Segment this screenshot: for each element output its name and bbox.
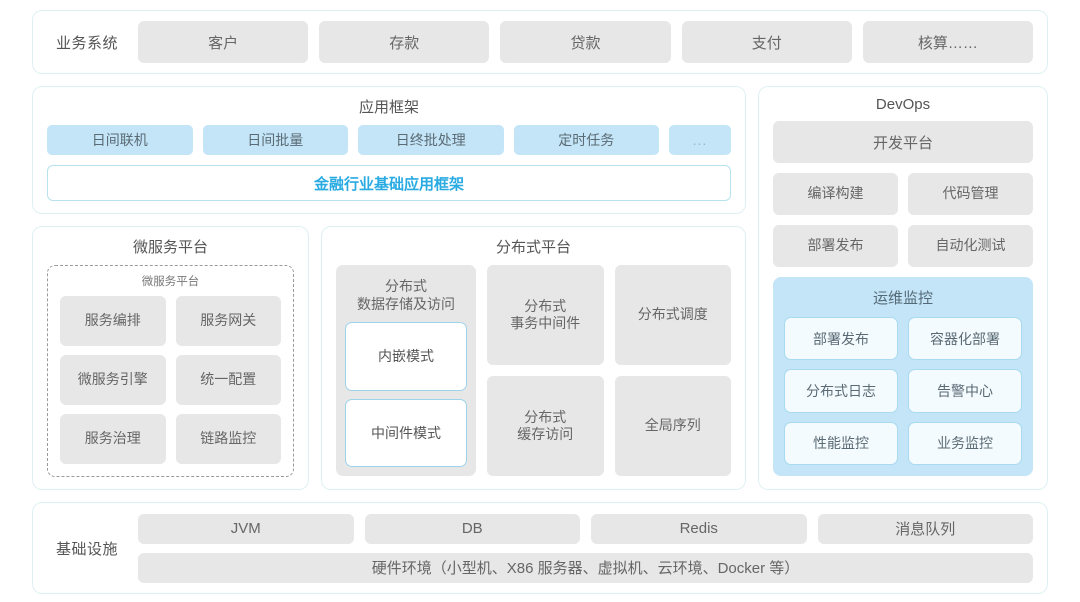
- devops-body: 开发平台 编译构建 代码管理 部署发布 自动化测试 运维监控 部署发布 容器化部…: [759, 121, 1047, 476]
- distributed-item-scheduling[interactable]: 分布式调度: [614, 265, 731, 365]
- app-framework-chip-eod-batch[interactable]: 日终批处理: [358, 125, 504, 155]
- business-system-item-deposit[interactable]: 存款: [319, 21, 490, 63]
- microservice-item-service-governance[interactable]: 服务治理: [60, 414, 166, 464]
- distributed-mode-middleware[interactable]: 中间件模式: [345, 398, 467, 467]
- app-framework-chip-more[interactable]: ...: [669, 125, 731, 155]
- infrastructure-section: 基础设施 JVM DB Redis 消息队列 硬件环境（小型机、X86 服务器、…: [32, 502, 1048, 594]
- devops-item-automated-testing[interactable]: 自动化测试: [908, 225, 1033, 267]
- infrastructure-item-jvm[interactable]: JVM: [138, 513, 354, 544]
- distributed-platform-body: 分布式 数据存储及访问 内嵌模式 中间件模式 分布式 事务中间件: [322, 265, 745, 489]
- business-system-item-customer[interactable]: 客户: [138, 21, 309, 63]
- infrastructure-item-redis[interactable]: Redis: [591, 513, 807, 544]
- application-framework-section: 应用框架 日间联机 日间批量 日终批处理 定时任务 ... 金融行业基础应用框架: [32, 86, 746, 214]
- distributed-mode-embedded[interactable]: 内嵌模式: [345, 322, 467, 391]
- distributed-data-storage-title-line1: 分布式: [385, 278, 427, 294]
- microservice-platform-inner-title: 微服务平台: [141, 276, 200, 288]
- infrastructure-content: JVM DB Redis 消息队列 硬件环境（小型机、X86 服务器、虚拟机、云…: [138, 513, 1033, 583]
- platform-left-column: 应用框架 日间联机 日间批量 日终批处理 定时任务 ... 金融行业基础应用框架…: [32, 86, 746, 490]
- application-framework-chip-row: 日间联机 日间批量 日终批处理 定时任务 ...: [47, 125, 731, 155]
- infrastructure-label: 基础设施: [55, 540, 118, 558]
- financial-base-framework-banner: 金融行业基础应用框架: [47, 165, 731, 201]
- business-system-item-accounting[interactable]: 核算……: [862, 21, 1034, 63]
- microservice-platform-grid: 服务编排 服务网关 微服务引擎 统一配置 服务治理 链路监控: [60, 296, 281, 464]
- microservice-item-microservice-engine[interactable]: 微服务引擎: [60, 355, 166, 405]
- platforms-row: 微服务平台 微服务平台 服务编排 服务网关 微服务引擎 统一配置 服务治理 链路…: [32, 226, 746, 490]
- ops-item-performance-monitoring[interactable]: 性能监控: [784, 421, 898, 465]
- distributed-platform-grid: 分布式 事务中间件 分布式调度 分布式 缓存访问: [487, 265, 731, 476]
- business-system-item-payment[interactable]: 支付: [681, 21, 852, 63]
- ops-monitoring-grid: 部署发布 容器化部署 分布式日志 告警中心 性能监控 业务监控: [784, 317, 1022, 465]
- business-systems-label: 业务系统: [55, 34, 118, 52]
- devops-title: DevOps: [875, 96, 931, 113]
- devops-section: DevOps 开发平台 编译构建 代码管理 部署发布 自动化测试 运维监控 部署…: [758, 86, 1048, 490]
- distributed-platform-title: 分布式平台: [495, 239, 571, 256]
- infrastructure-item-db[interactable]: DB: [364, 513, 580, 544]
- ops-monitoring-title: 运维监控: [872, 290, 933, 307]
- application-framework-title: 应用框架: [358, 99, 419, 116]
- distributed-item-cache-access[interactable]: 分布式 缓存访问: [487, 376, 604, 476]
- platform-middle-area: 应用框架 日间联机 日间批量 日终批处理 定时任务 ... 金融行业基础应用框架…: [32, 86, 1048, 490]
- microservice-item-service-gateway[interactable]: 服务网关: [175, 296, 281, 346]
- infrastructure-item-message-queue[interactable]: 消息队列: [817, 513, 1033, 544]
- distributed-item-transaction-middleware[interactable]: 分布式 事务中间件: [487, 265, 604, 365]
- distributed-data-storage-title: 分布式 数据存储及访问: [345, 273, 467, 322]
- microservice-platform-inner-box: 微服务平台 服务编排 服务网关 微服务引擎 统一配置 服务治理 链路监控: [47, 265, 294, 477]
- microservice-item-link-monitoring[interactable]: 链路监控: [175, 414, 281, 464]
- microservice-platform-section: 微服务平台 微服务平台 服务编排 服务网关 微服务引擎 统一配置 服务治理 链路…: [32, 226, 309, 490]
- distributed-platform-section: 分布式平台 分布式 数据存储及访问 内嵌模式 中间件模式: [321, 226, 746, 490]
- devops-column: DevOps 开发平台 编译构建 代码管理 部署发布 自动化测试 运维监控 部署…: [758, 86, 1048, 490]
- devops-item-dev-platform[interactable]: 开发平台: [773, 121, 1033, 163]
- microservice-platform-title: 微服务平台: [132, 239, 208, 256]
- distributed-data-storage-card[interactable]: 分布式 数据存储及访问 内嵌模式 中间件模式: [336, 265, 476, 476]
- infrastructure-items-row: JVM DB Redis 消息队列: [138, 513, 1033, 544]
- ops-item-business-monitoring[interactable]: 业务监控: [908, 421, 1022, 465]
- distributed-item-cache-access-line1: 分布式: [524, 408, 567, 425]
- app-framework-chip-scheduled-task[interactable]: 定时任务: [513, 125, 659, 155]
- microservice-item-unified-config[interactable]: 统一配置: [175, 355, 281, 405]
- ops-monitoring-section: 运维监控 部署发布 容器化部署 分布式日志 告警中心 性能监控 业务监控: [773, 277, 1033, 476]
- devops-item-code-management[interactable]: 代码管理: [908, 173, 1033, 215]
- distributed-item-transaction-middleware-line2: 事务中间件: [510, 315, 581, 331]
- business-systems-section: 业务系统 客户 存款 贷款 支付 核算……: [32, 10, 1048, 74]
- app-framework-chip-daytime-batch[interactable]: 日间批量: [202, 125, 348, 155]
- ops-item-distributed-log[interactable]: 分布式日志: [784, 369, 898, 413]
- devops-grid: 编译构建 代码管理 部署发布 自动化测试: [773, 173, 1033, 267]
- business-system-item-loan[interactable]: 贷款: [500, 21, 671, 63]
- ops-item-deploy-release[interactable]: 部署发布: [784, 317, 898, 361]
- ops-item-container-deploy[interactable]: 容器化部署: [908, 317, 1022, 361]
- devops-item-deploy-release[interactable]: 部署发布: [773, 225, 898, 267]
- microservice-item-service-orchestration[interactable]: 服务编排: [60, 296, 166, 346]
- ops-item-alert-center[interactable]: 告警中心: [908, 369, 1022, 413]
- distributed-item-cache-access-line2: 缓存访问: [517, 426, 574, 442]
- app-framework-chip-daytime-online[interactable]: 日间联机: [47, 125, 193, 155]
- distributed-item-transaction-middleware-line1: 分布式: [524, 297, 567, 314]
- infrastructure-hardware-environment[interactable]: 硬件环境（小型机、X86 服务器、虚拟机、云环境、Docker 等）: [138, 552, 1033, 583]
- devops-item-compile-build[interactable]: 编译构建: [773, 173, 898, 215]
- distributed-item-global-sequence[interactable]: 全局序列: [614, 376, 731, 476]
- distributed-data-storage-title-line2: 数据存储及访问: [357, 295, 455, 312]
